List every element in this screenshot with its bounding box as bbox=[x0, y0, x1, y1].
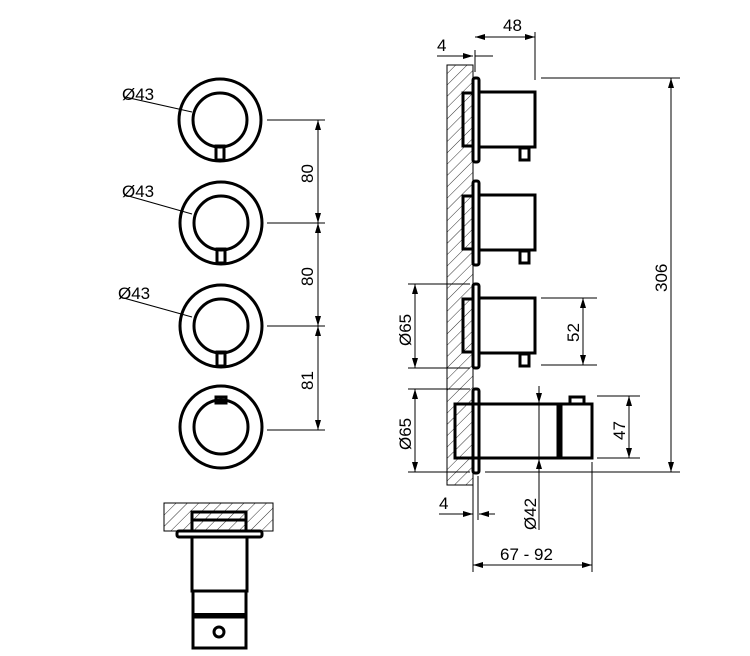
plate-diameter-label-2: Ø65 bbox=[396, 418, 415, 450]
thermostat-side bbox=[453, 387, 594, 475]
spacing-label-3: 81 bbox=[298, 371, 317, 390]
body-height-label: 52 bbox=[564, 323, 583, 342]
thermostat-knob-front bbox=[178, 384, 264, 470]
depth-48-label: 48 bbox=[503, 16, 522, 35]
flange-4-top-label: 4 bbox=[437, 36, 446, 55]
lever-pin-circle bbox=[212, 625, 226, 639]
valve-knob-front-2 bbox=[178, 180, 264, 266]
plate-diameter-label-1: Ø65 bbox=[396, 314, 415, 346]
wall-section bbox=[446, 64, 474, 486]
side-view: 48 4 306 Ø65 Ø65 52 47 Ø42 bbox=[396, 16, 680, 572]
diameter-label-2: Ø43 bbox=[122, 182, 154, 201]
adjustable-depth-label: 67 - 92 bbox=[500, 545, 553, 564]
spacing-label-1: 80 bbox=[298, 164, 317, 183]
total-height-label: 306 bbox=[652, 264, 671, 292]
wall-section-bottom bbox=[163, 502, 274, 532]
diameter-label-1: Ø43 bbox=[122, 85, 154, 104]
front-view: Ø43 Ø43 Ø43 80 80 81 bbox=[118, 77, 325, 470]
spacing-label-2: 80 bbox=[298, 267, 317, 286]
flange-4-bottom-label: 4 bbox=[439, 494, 448, 513]
valve-side-1 bbox=[461, 76, 537, 164]
valve-knob-front-3 bbox=[178, 283, 264, 369]
valve-side-3 bbox=[461, 282, 537, 370]
valve-side-2 bbox=[461, 179, 537, 267]
bottom-view bbox=[163, 502, 274, 650]
cap-height-label: 47 bbox=[610, 421, 629, 440]
valve-knob-front-1 bbox=[177, 77, 263, 163]
diameter-label-3: Ø43 bbox=[118, 284, 150, 303]
cap-diameter-label: Ø42 bbox=[521, 498, 540, 530]
